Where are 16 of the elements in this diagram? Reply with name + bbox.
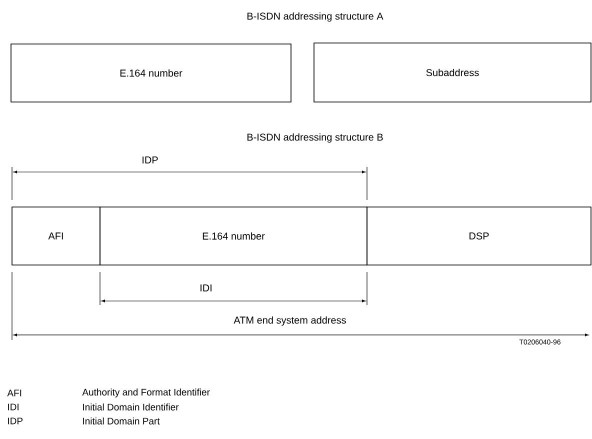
field-box: Subaddress [314,42,592,102]
dimension-label: IDP [142,156,158,164]
abbreviation: AFI [7,390,22,396]
field-box: E.164 number [100,206,368,266]
section-heading: B-ISDN addressing structure B [247,133,383,143]
field-box: AFI [12,206,100,266]
section-heading: B-ISDN addressing structure A [247,12,384,22]
abbreviation-definition: Initial Domain Part [83,418,160,424]
abbreviation: IDP [8,418,23,424]
dimension-label: IDI [200,284,212,292]
field-box: DSP [366,206,592,266]
dimension-label: ATM end system address [234,316,346,326]
abbreviation: IDI [8,404,18,410]
abbreviation-definition: Authority and Format Identifier [82,388,210,398]
abbreviation-definition: Initial Domain Identifier [83,404,179,410]
field-box: E.164 number [10,44,292,102]
